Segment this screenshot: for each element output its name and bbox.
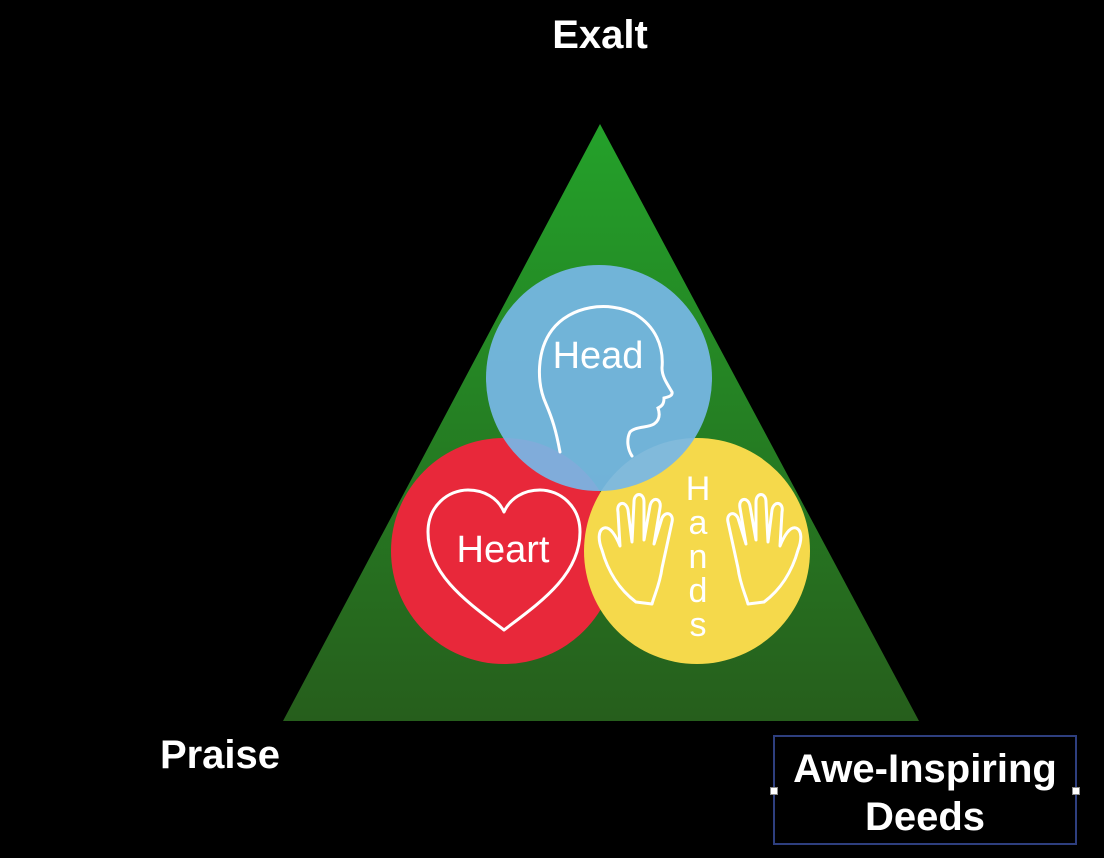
open-hands-icon-right bbox=[726, 493, 803, 606]
resize-handle-left[interactable] bbox=[770, 787, 778, 795]
heart-icon bbox=[426, 488, 582, 632]
head-circle bbox=[486, 265, 712, 491]
hands-letter: n bbox=[689, 538, 708, 576]
open-hands-icon bbox=[597, 493, 674, 606]
hands-letter: s bbox=[690, 606, 707, 644]
head-profile-icon bbox=[537, 305, 674, 458]
hands-letter: a bbox=[689, 504, 708, 542]
left-label: Praise bbox=[159, 733, 281, 777]
heart-label: Heart bbox=[457, 529, 550, 571]
head-label: Head bbox=[553, 335, 644, 377]
hands-letter: H bbox=[686, 470, 711, 508]
hands-letter: d bbox=[689, 572, 708, 610]
resize-handle-right[interactable] bbox=[1072, 787, 1080, 795]
top-label: Exalt bbox=[552, 13, 648, 57]
